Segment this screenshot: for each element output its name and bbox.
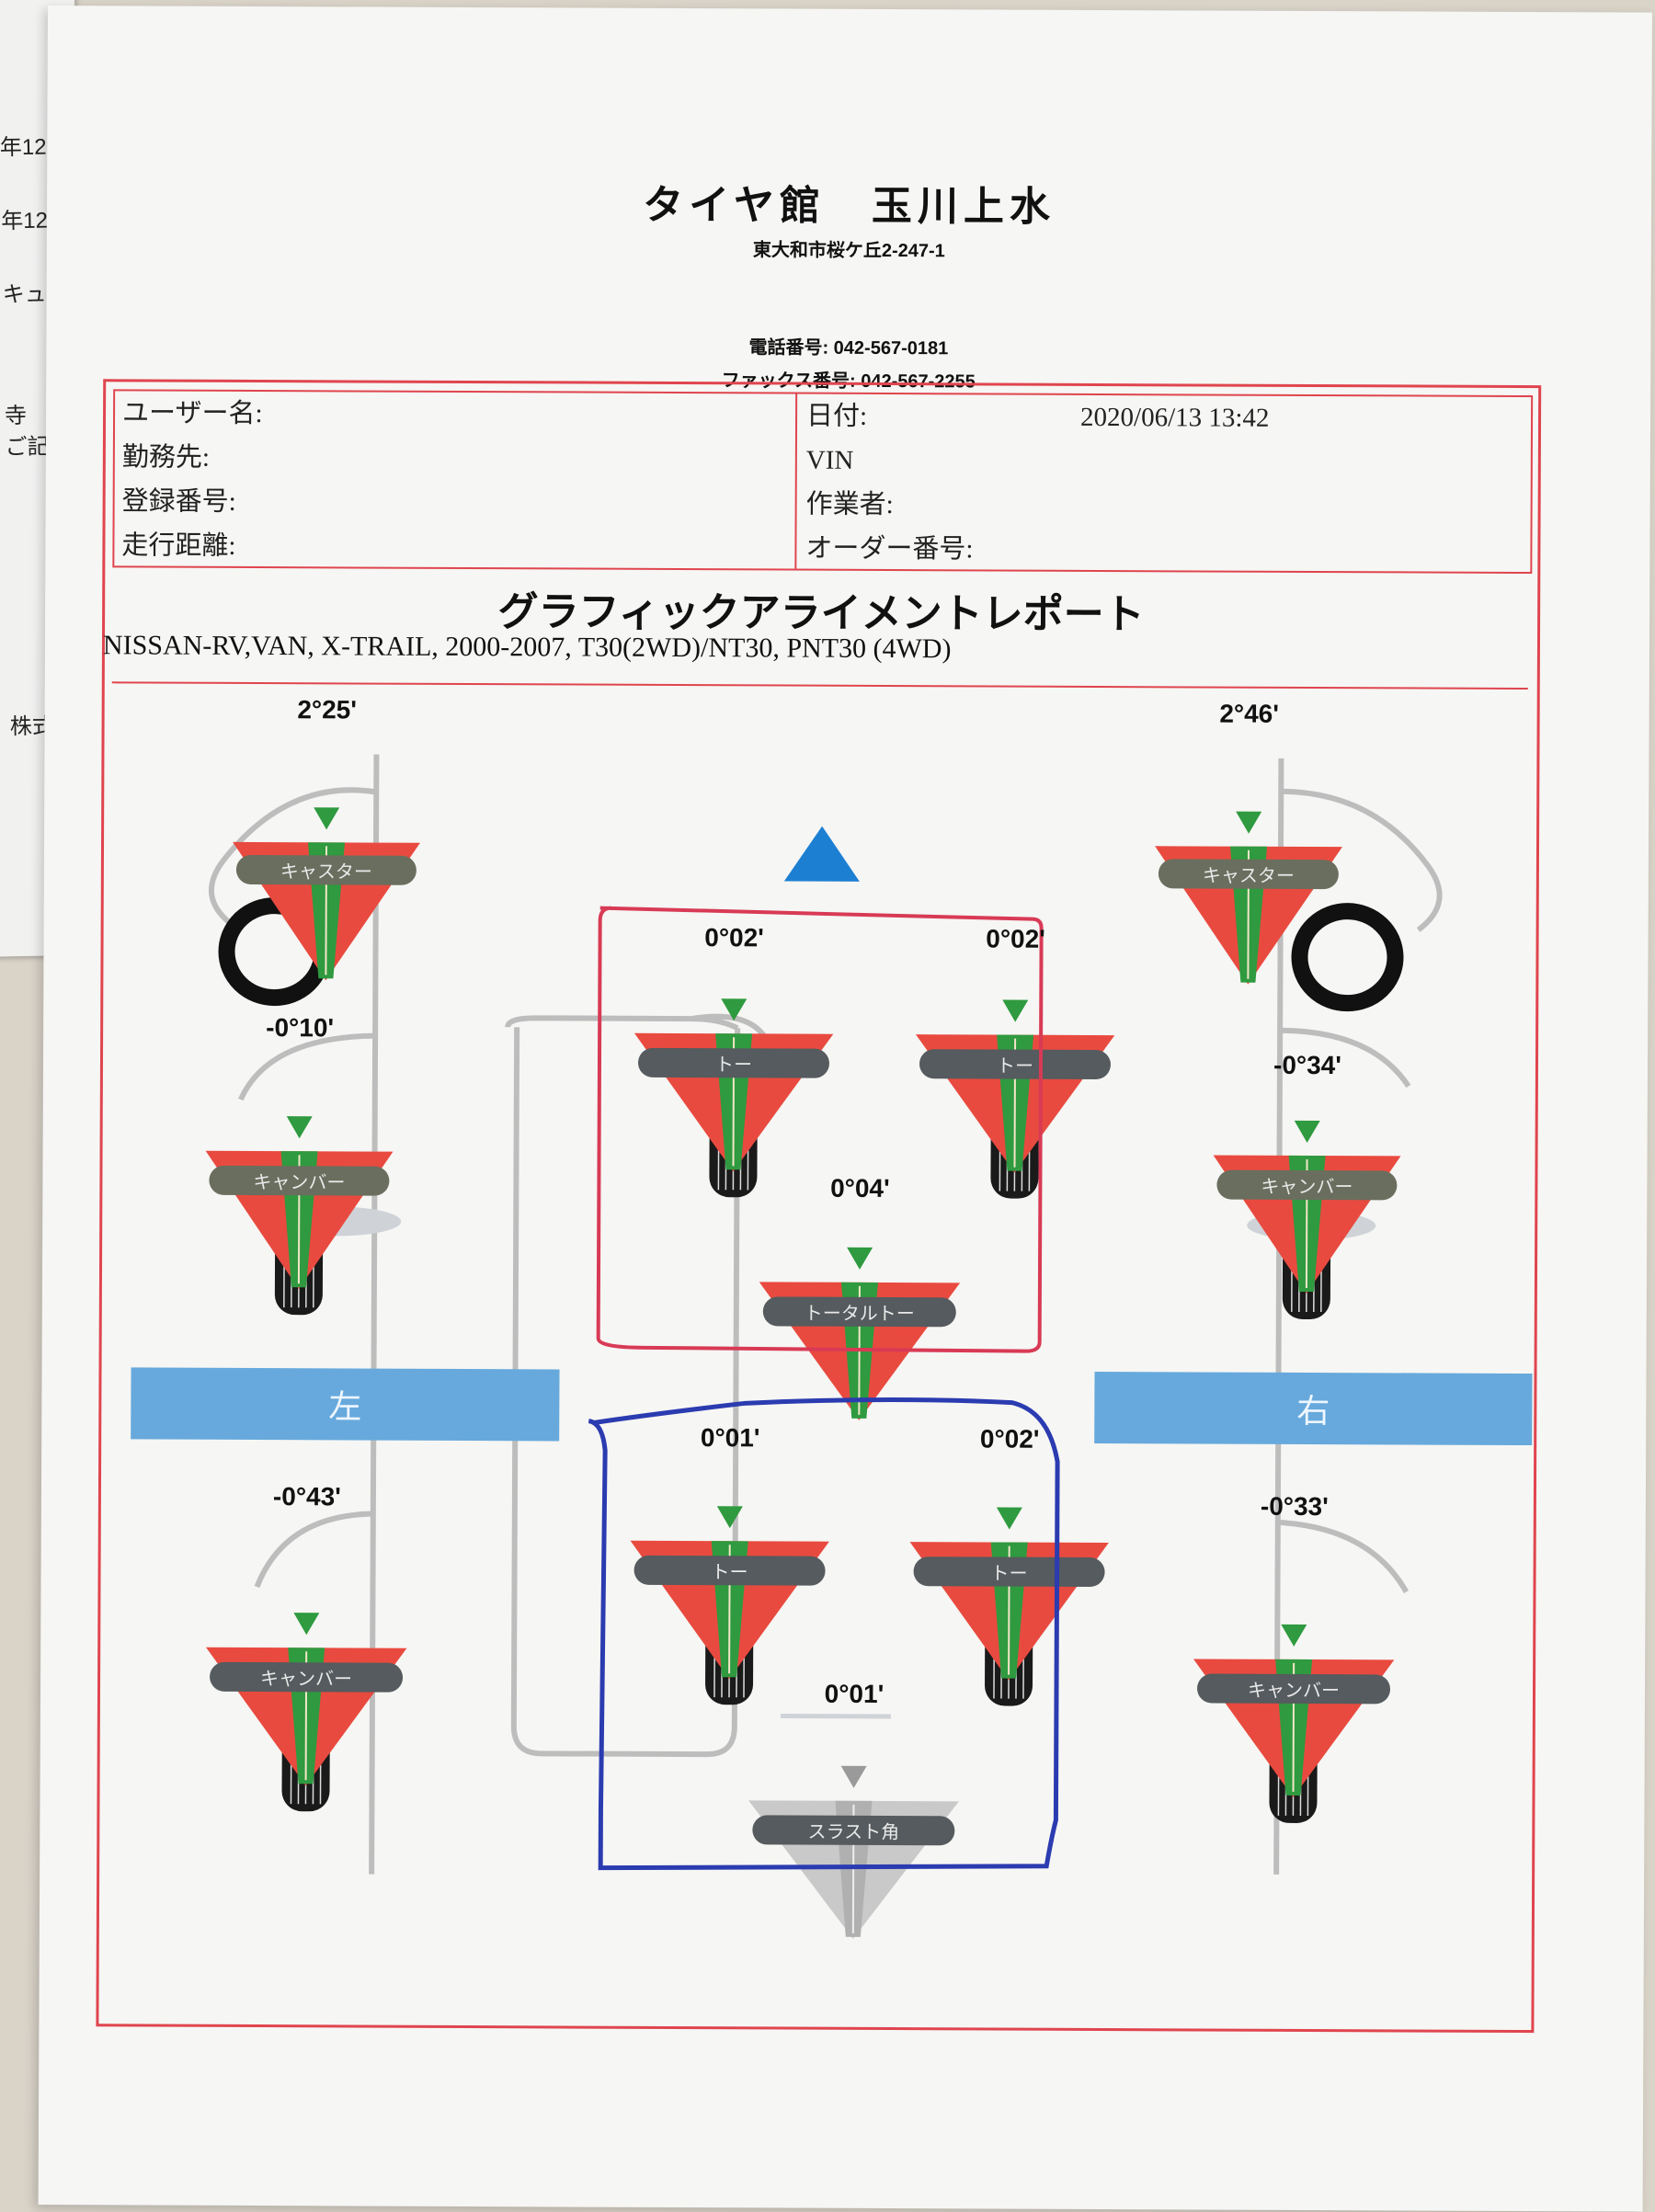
left-side-bar: 左 <box>131 1367 560 1442</box>
toe-front-left-value: 0°02' <box>704 923 764 952</box>
caster-left-value: 2°25' <box>297 695 358 724</box>
gauge-icon <box>630 1506 829 1680</box>
gauge-icon <box>1193 1624 1395 1797</box>
camber-rear-left-label: キャンバー <box>260 1669 353 1690</box>
gauge-pointer-icon <box>847 1247 873 1270</box>
gauge-icon <box>206 1613 407 1786</box>
gauge-label-pill <box>752 1815 955 1846</box>
camber-rear-left-value: -0°43' <box>272 1482 341 1511</box>
gauge-icon <box>748 1765 959 1939</box>
thrust-angle-value: 0°01' <box>824 1679 885 1708</box>
gauge-icon <box>633 998 834 1172</box>
gauge-label-pill <box>210 1661 404 1693</box>
right-side-label: 右 <box>1296 1391 1330 1431</box>
caster-right-label: キャスター <box>1202 865 1295 887</box>
total-toe-label: トータルトー <box>804 1304 915 1325</box>
gauge-label-pill <box>1197 1673 1391 1705</box>
gauge-label-pill <box>762 1296 956 1328</box>
shop-name: タイヤ館 玉川上水 <box>643 182 1056 230</box>
camber-front-left-value: -0°10' <box>266 1013 335 1043</box>
background-text: ご記 <box>5 434 50 461</box>
gauge-label-pill <box>919 1049 1111 1079</box>
shop-address: 東大和市桜ケ丘2-247-1 <box>752 240 945 262</box>
camber-rear-right-value: -0°33' <box>1260 1491 1329 1522</box>
background-text: 年12. <box>0 134 53 161</box>
toe-rear-left-value: 0°01' <box>700 1423 760 1453</box>
gauge-icon <box>205 1116 394 1290</box>
caster-wheel-icon <box>1291 903 1404 1012</box>
gauge-icon <box>233 807 420 981</box>
alignment-report-sheet: タイヤ館 玉川上水 東大和市桜ケ丘2-247-1 電話番号: 042-567-0… <box>38 6 1652 2212</box>
gauge-pointer-icon <box>716 1506 743 1529</box>
shop-tel: 電話番号: 042-567-0181 <box>748 337 949 359</box>
camber-front-left-label: キャンバー <box>253 1172 346 1193</box>
gauge-icon <box>915 999 1115 1173</box>
right-side-bar: 右 <box>1094 1371 1533 1446</box>
background-text: 寺 <box>4 403 28 429</box>
total-toe-value: 0°04' <box>830 1173 890 1203</box>
gauge-pointer-icon <box>1236 811 1262 834</box>
gauge-icon <box>759 1247 961 1420</box>
toe-front-left-label: トー <box>714 1055 753 1076</box>
gauge-pointer-icon <box>1002 999 1029 1022</box>
gauge-icon <box>1155 811 1342 985</box>
camber-front-right-label: キャンバー <box>1261 1177 1353 1198</box>
gauge-label-pill <box>209 1165 390 1196</box>
caster-left-label: キャスター <box>280 861 372 884</box>
camber-rear-right-label: キャンバー <box>1247 1681 1341 1702</box>
hand-drawn-box-blue <box>588 1397 1060 1871</box>
gauge-label-pill <box>235 854 417 885</box>
toe-rear-right-value: 0°02' <box>979 1424 1040 1454</box>
tires-layer <box>274 1072 1331 1823</box>
thrust-angle-label: スラスト角 <box>807 1822 900 1843</box>
caster-right-value: 2°46' <box>1219 699 1280 728</box>
gauge-label-pill <box>633 1555 826 1586</box>
forward-arrow-icon <box>783 826 860 882</box>
gauge-pointer-icon <box>1294 1120 1320 1143</box>
gauge-label-pill <box>1158 859 1339 890</box>
camber-front-right-value: -0°34' <box>1273 1050 1342 1080</box>
gauge-label-pill <box>1216 1169 1398 1201</box>
left-side-label: 左 <box>328 1387 362 1426</box>
background-text: 年12 <box>1 208 49 234</box>
toe-rear-left-label: トー <box>711 1562 748 1583</box>
toe-front-right-value: 0°02' <box>986 924 1045 953</box>
toe-rear-right-label: トー <box>990 1563 1028 1585</box>
gauge-pointer-icon <box>286 1116 313 1139</box>
gauge-pointer-icon <box>293 1613 320 1636</box>
gauge-pointer-icon <box>996 1507 1022 1530</box>
gauge-pointer-icon <box>721 998 748 1021</box>
gauge-pointer-icon <box>1281 1624 1307 1647</box>
gauge-pointer-icon <box>840 1765 867 1788</box>
alignment-diagram <box>205 754 1443 1939</box>
report-frame: ユーザー名: 勤務先: 登録番号: 走行距離: 日付: VIN 作業者: オーダ… <box>96 379 1542 2034</box>
hand-drawn-box-red <box>596 906 1044 1353</box>
toe-front-right-label: トー <box>996 1056 1034 1077</box>
gauge-icon <box>1213 1120 1401 1294</box>
gauge-pointer-icon <box>314 807 340 830</box>
gauge-label-pill <box>637 1047 829 1078</box>
gauge-icon <box>909 1507 1109 1681</box>
